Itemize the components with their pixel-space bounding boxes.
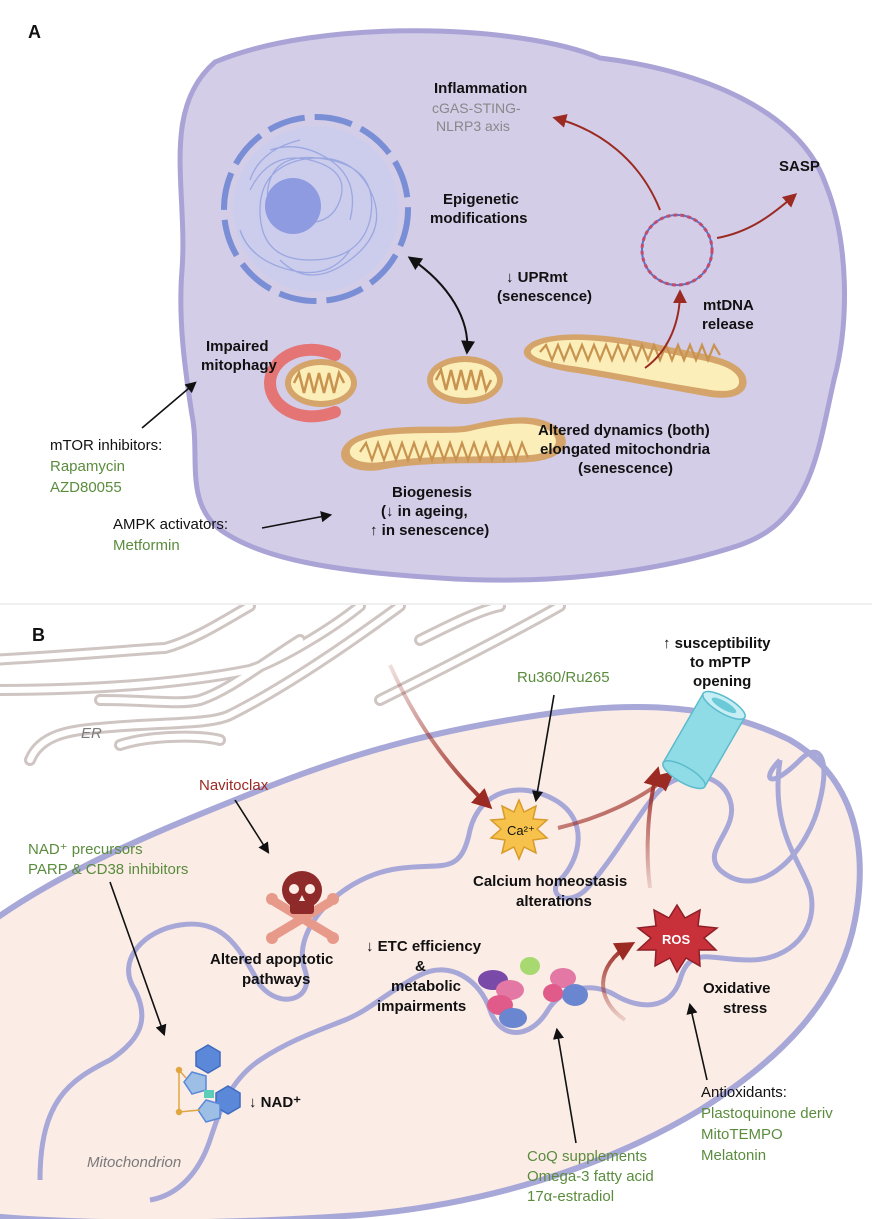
panel-b-letter: B [32, 625, 45, 645]
impaired-label-1: Impaired [206, 338, 269, 355]
mptp-label-1: ↑ susceptibility [663, 635, 771, 652]
epigenetic-label-1: Epigenetic [443, 191, 519, 208]
skull-crossbones-icon [266, 871, 339, 944]
mtor-drug-1: Rapamycin [50, 458, 125, 475]
sasp-label: SASP [779, 158, 820, 175]
epigenetic-label-2: modifications [430, 210, 528, 227]
mitochondrion-outer-membrane [0, 704, 863, 1219]
arrow-mito-to-mtdna [644, 289, 687, 369]
coq-label-1: CoQ supplements [527, 1148, 647, 1165]
etc-label-3: metabolic [391, 978, 461, 995]
arrow-navitoclax-to-apoptosis [234, 799, 270, 854]
ru-label: Ru360/Ru265 [517, 669, 610, 686]
uprmt-label-2: (senescence) [497, 288, 592, 305]
oxidative-label-2: stress [723, 1000, 767, 1017]
arrow-ampk-to-biogenesis [261, 511, 333, 529]
mitochondrion-elongated-biogenesis [341, 417, 566, 471]
mitochondrion-label: Mitochondrion [87, 1154, 181, 1171]
navitoclax-label: Navitoclax [199, 777, 269, 794]
mitochondrion-elongated-dynamics [523, 334, 747, 398]
antioxidants-drug-2: MitoTEMPO [701, 1126, 783, 1143]
biogenesis-label-2: (↓ in ageing, [381, 503, 468, 520]
oxidative-label-1: Oxidative [703, 980, 771, 997]
arrow-er-to-calcium [388, 664, 493, 810]
arrow-etc-to-ros [601, 942, 636, 1022]
etc-complexes-icon [478, 957, 588, 1028]
inflammation-sub-2: NLRP3 axis [436, 118, 510, 134]
etc-label-1: ↓ ETC efficiency [366, 938, 482, 955]
inflammation-title: Inflammation [434, 80, 527, 97]
biogenesis-label-3: ↑ in senescence) [370, 522, 489, 539]
er-label: ER [81, 725, 102, 742]
nad-precursors-label: NAD⁺ precursors [28, 841, 143, 858]
mtdna-label-1: mtDNA [703, 297, 754, 314]
coq-label-3: 17α-estradiol [527, 1188, 614, 1205]
nucleus [221, 114, 411, 304]
arrow-antioxidants-to-ros [686, 1002, 708, 1081]
mtor-label: mTOR inhibitors: [50, 437, 162, 454]
mitochondrion-impaired-mitophagy [263, 343, 357, 423]
etc-label-2: & [415, 958, 426, 975]
arrow-ros-to-mptp [643, 766, 663, 889]
dynamics-label-1: Altered dynamics (both) [538, 422, 710, 439]
panel-divider [0, 603, 872, 605]
parp-label: PARP & CD38 inhibitors [28, 861, 188, 878]
antioxidants-drug-3: Melatonin [701, 1147, 766, 1164]
arrow-mtor-to-mitophagy [141, 381, 197, 429]
calcium-ion-label: Ca²⁺ [507, 823, 535, 838]
arrow-mtdna-to-inflammation [552, 114, 661, 211]
dynamics-label-3: (senescence) [578, 460, 673, 477]
arrow-nad-precursors-to-nad [109, 881, 167, 1037]
nad-molecule-icon [175, 1044, 241, 1123]
mtdna-circle-icon [640, 213, 714, 287]
endoplasmic-reticulum-lumen [0, 605, 563, 763]
mptp-label-3: opening [693, 673, 751, 690]
coq-label-2: Omega-3 fatty acid [527, 1168, 654, 1185]
ampk-label: AMPK activators: [113, 516, 228, 533]
arrow-ru-to-calcium [531, 694, 555, 803]
inflammation-sub-1: cGAS-STING- [432, 100, 521, 116]
mptp-label-2: to mPTP [690, 654, 751, 671]
mptp-pore-icon [662, 690, 746, 790]
antioxidants-title: Antioxidants: [701, 1084, 787, 1101]
calcium-label-2: alterations [516, 893, 592, 910]
ros-burst-icon [636, 903, 719, 974]
nad-low-label: ↓ NAD⁺ [249, 1094, 301, 1111]
mtor-drug-2: AZD80055 [50, 479, 122, 496]
mitochondrion-small [427, 356, 503, 404]
calcium-ion-icon [489, 798, 549, 861]
panel-a-letter: A [28, 22, 41, 42]
etc-label-4: impairments [377, 998, 466, 1015]
ampk-drug: Metformin [113, 537, 180, 554]
arrow-nucleus-mito-bidirectional [407, 256, 476, 355]
apoptotic-label-1: Altered apoptotic [210, 951, 333, 968]
apoptotic-label-2: pathways [242, 971, 310, 988]
biogenesis-label-1: Biogenesis [392, 484, 472, 501]
ros-label: ROS [662, 932, 691, 947]
arrow-mtdna-to-sasp [716, 193, 798, 239]
calcium-label-1: Calcium homeostasis [473, 873, 627, 890]
antioxidants-drug-1: Plastoquinone deriv [701, 1105, 833, 1122]
uprmt-label-1: ↓ UPRmt [506, 269, 568, 286]
arrow-coq-to-etc [552, 1027, 577, 1144]
mtdna-label-2: release [702, 316, 754, 333]
dynamics-label-2: elongated mitochondria [540, 441, 711, 458]
impaired-label-2: mitophagy [201, 357, 277, 374]
